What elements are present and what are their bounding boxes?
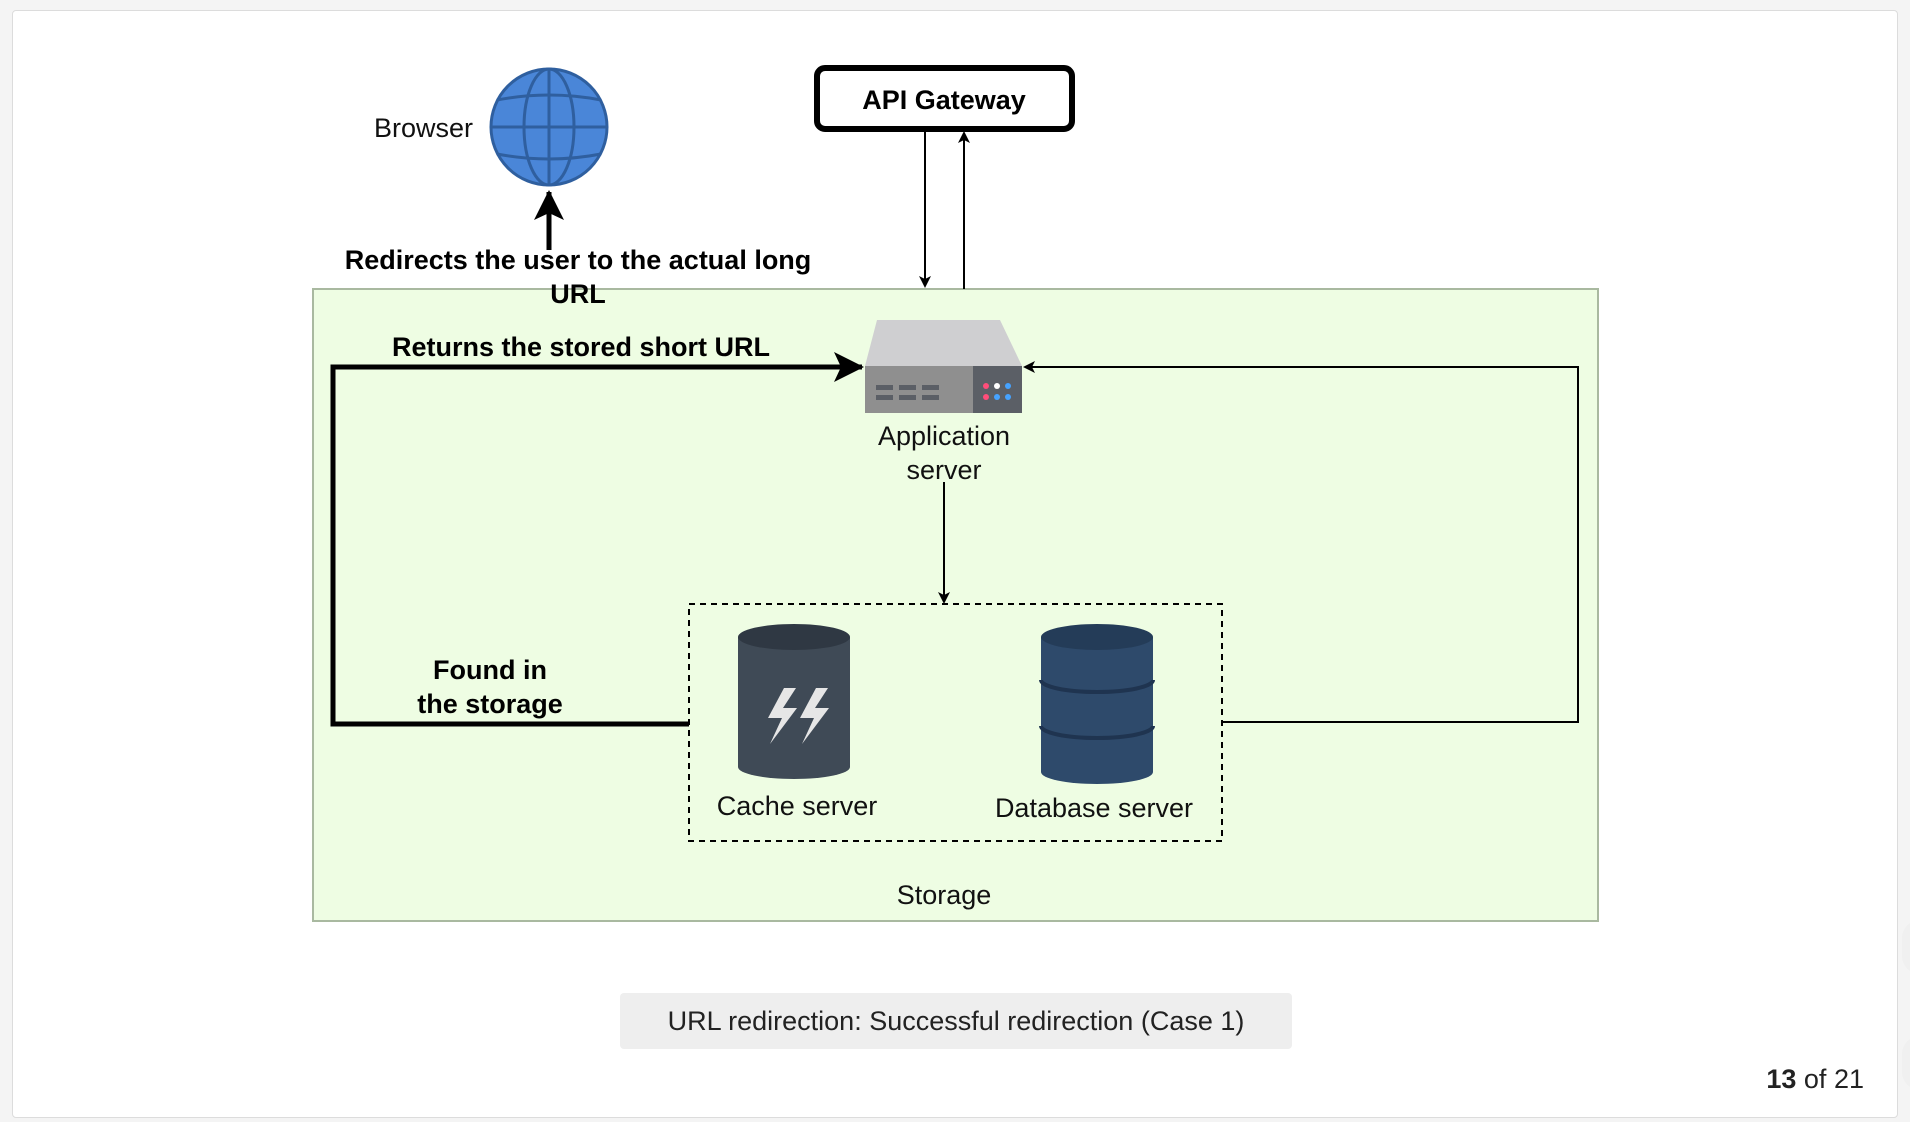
found-label-line2: the storage — [417, 689, 563, 719]
cache-server-icon — [738, 624, 850, 779]
next-slide-handle[interactable] — [1902, 920, 1910, 974]
api-gateway-box — [814, 65, 1075, 132]
pager-current: 13 — [1766, 1064, 1797, 1094]
application-server-label-line1: Application — [878, 421, 1010, 451]
returns-short-url-label: Returns the stored short URL — [392, 332, 770, 362]
storage-to-server-thick-arrow — [330, 352, 864, 727]
redirect-label-line1: Redirects the user to the actual long — [345, 245, 812, 275]
figure-caption-text: URL redirection: Successful redirection … — [667, 1005, 1245, 1036]
database-server-icon — [1039, 624, 1155, 784]
cache-server-label: Cache server — [717, 791, 878, 821]
database-to-server-arrow — [1023, 361, 1579, 723]
application-server-icon — [865, 320, 1022, 413]
found-label-line1: Found in — [433, 655, 547, 685]
figure-caption: URL redirection: Successful redirection … — [620, 993, 1292, 1049]
browser-label: Browser — [374, 113, 473, 143]
pager-separator: of — [1803, 1064, 1827, 1094]
storage-label: Storage — [897, 880, 992, 910]
application-server-label-line2: server — [906, 455, 981, 485]
database-server-label: Database server — [995, 793, 1193, 823]
slide-pager: 13 of 21 — [1766, 1064, 1864, 1095]
browser-globe-icon — [489, 67, 609, 187]
pager-total: 21 — [1833, 1064, 1864, 1094]
scroll-handle[interactable] — [1902, 1036, 1910, 1090]
api-gateway-label: API Gateway — [862, 85, 1026, 115]
redirect-label-line2: URL — [550, 279, 606, 309]
